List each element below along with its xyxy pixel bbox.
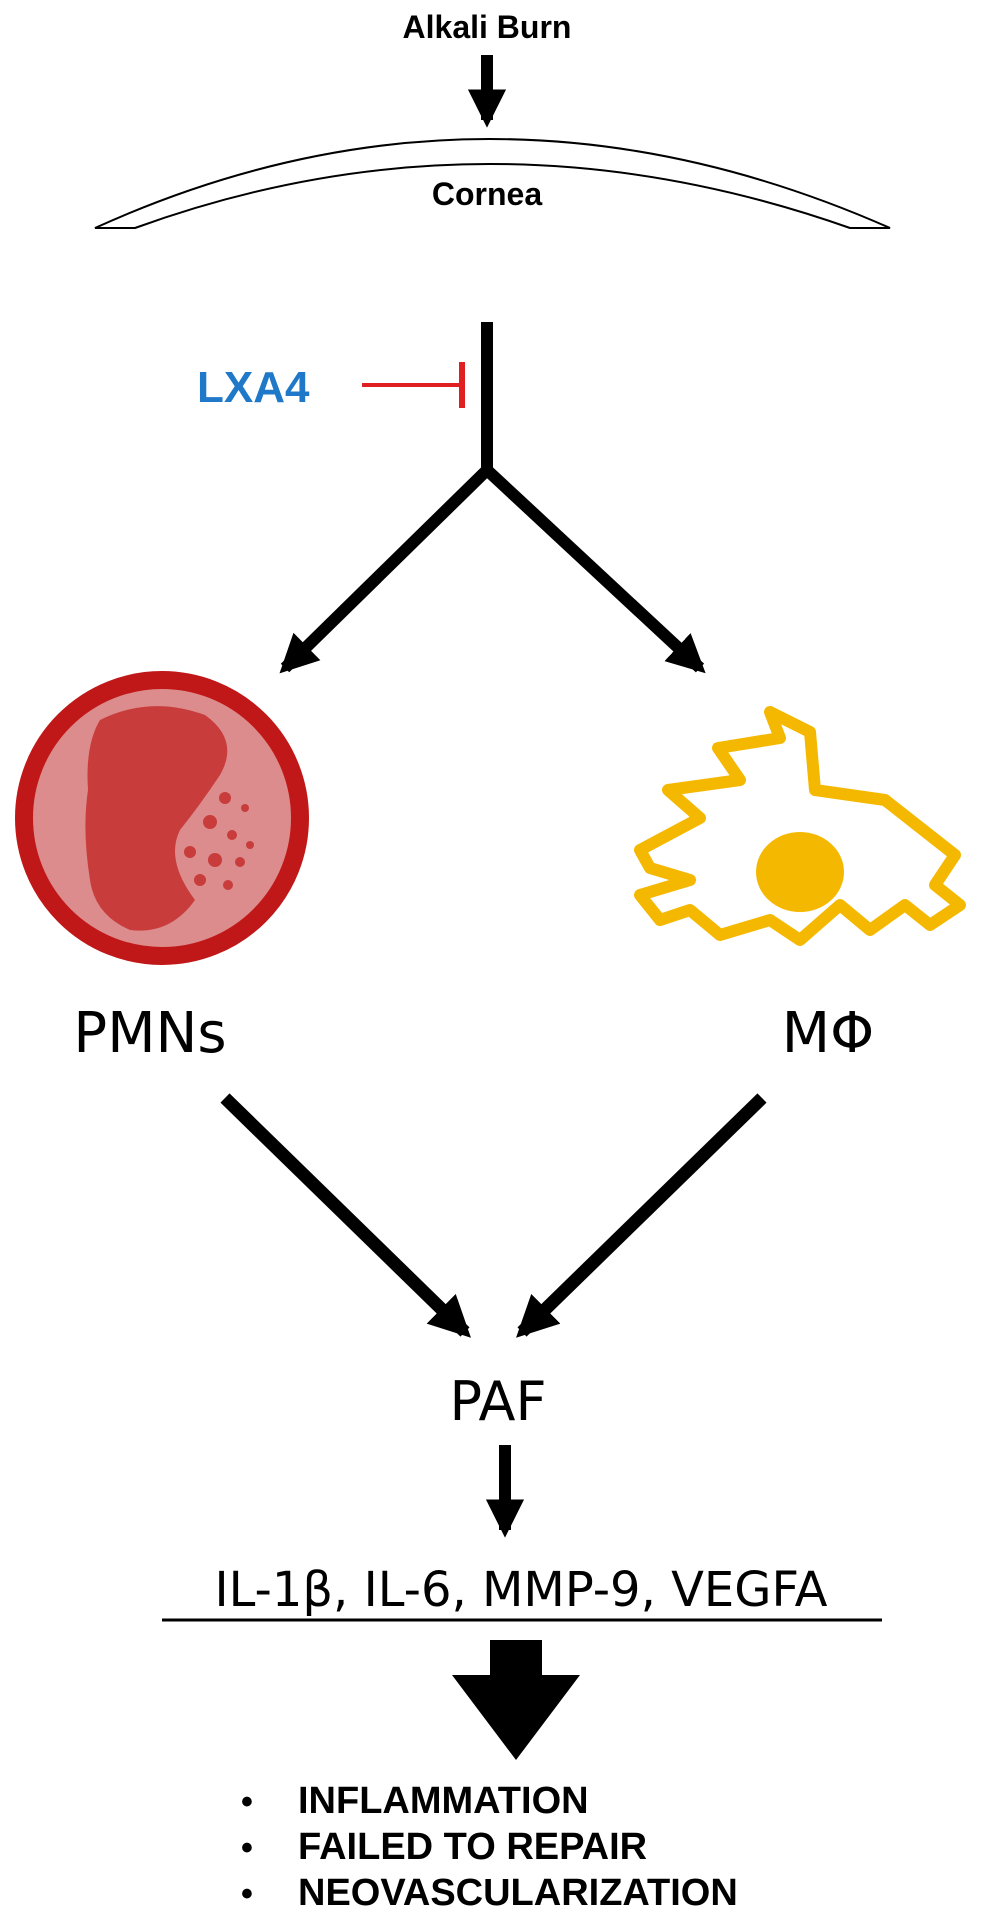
cornea-shape: [94, 138, 891, 229]
lxa4-label: LXA4: [197, 363, 310, 412]
pmn-cell-icon: [15, 671, 309, 965]
macrophage-label: MΦ: [782, 1001, 874, 1066]
cytokines-label: IL-1β, IL-6, MMP-9, VEGFA: [215, 1562, 828, 1618]
arrow-macrophage-to-paf: [516, 1093, 767, 1338]
arrow-pmns-to-paf: [220, 1093, 471, 1338]
outcome-bullet: •: [241, 1829, 253, 1867]
paf-label: PAF: [449, 1370, 546, 1433]
outcome-neovascularization: NEOVASCULARIZATION: [298, 1872, 738, 1914]
pmns-label: PMNs: [73, 1001, 226, 1066]
outcome-inflammation: INFLAMMATION: [298, 1780, 589, 1822]
arrow-to-macrophage: [482, 465, 706, 674]
outcome-bullet: •: [241, 1875, 253, 1913]
alkali-burn-label: Alkali Burn: [403, 9, 572, 45]
cornea-label: Cornea: [432, 176, 542, 212]
outcome-failed-repair: FAILED TO REPAIR: [298, 1826, 647, 1868]
macrophage-cell-icon: [634, 706, 966, 946]
outcome-list: • INFLAMMATION • FAILED TO REPAIR • NEOV…: [241, 1780, 738, 1914]
arrow-to-pmns: [279, 465, 492, 674]
block-arrow-to-outcomes: [452, 1640, 580, 1760]
outcome-bullet: •: [241, 1783, 253, 1821]
